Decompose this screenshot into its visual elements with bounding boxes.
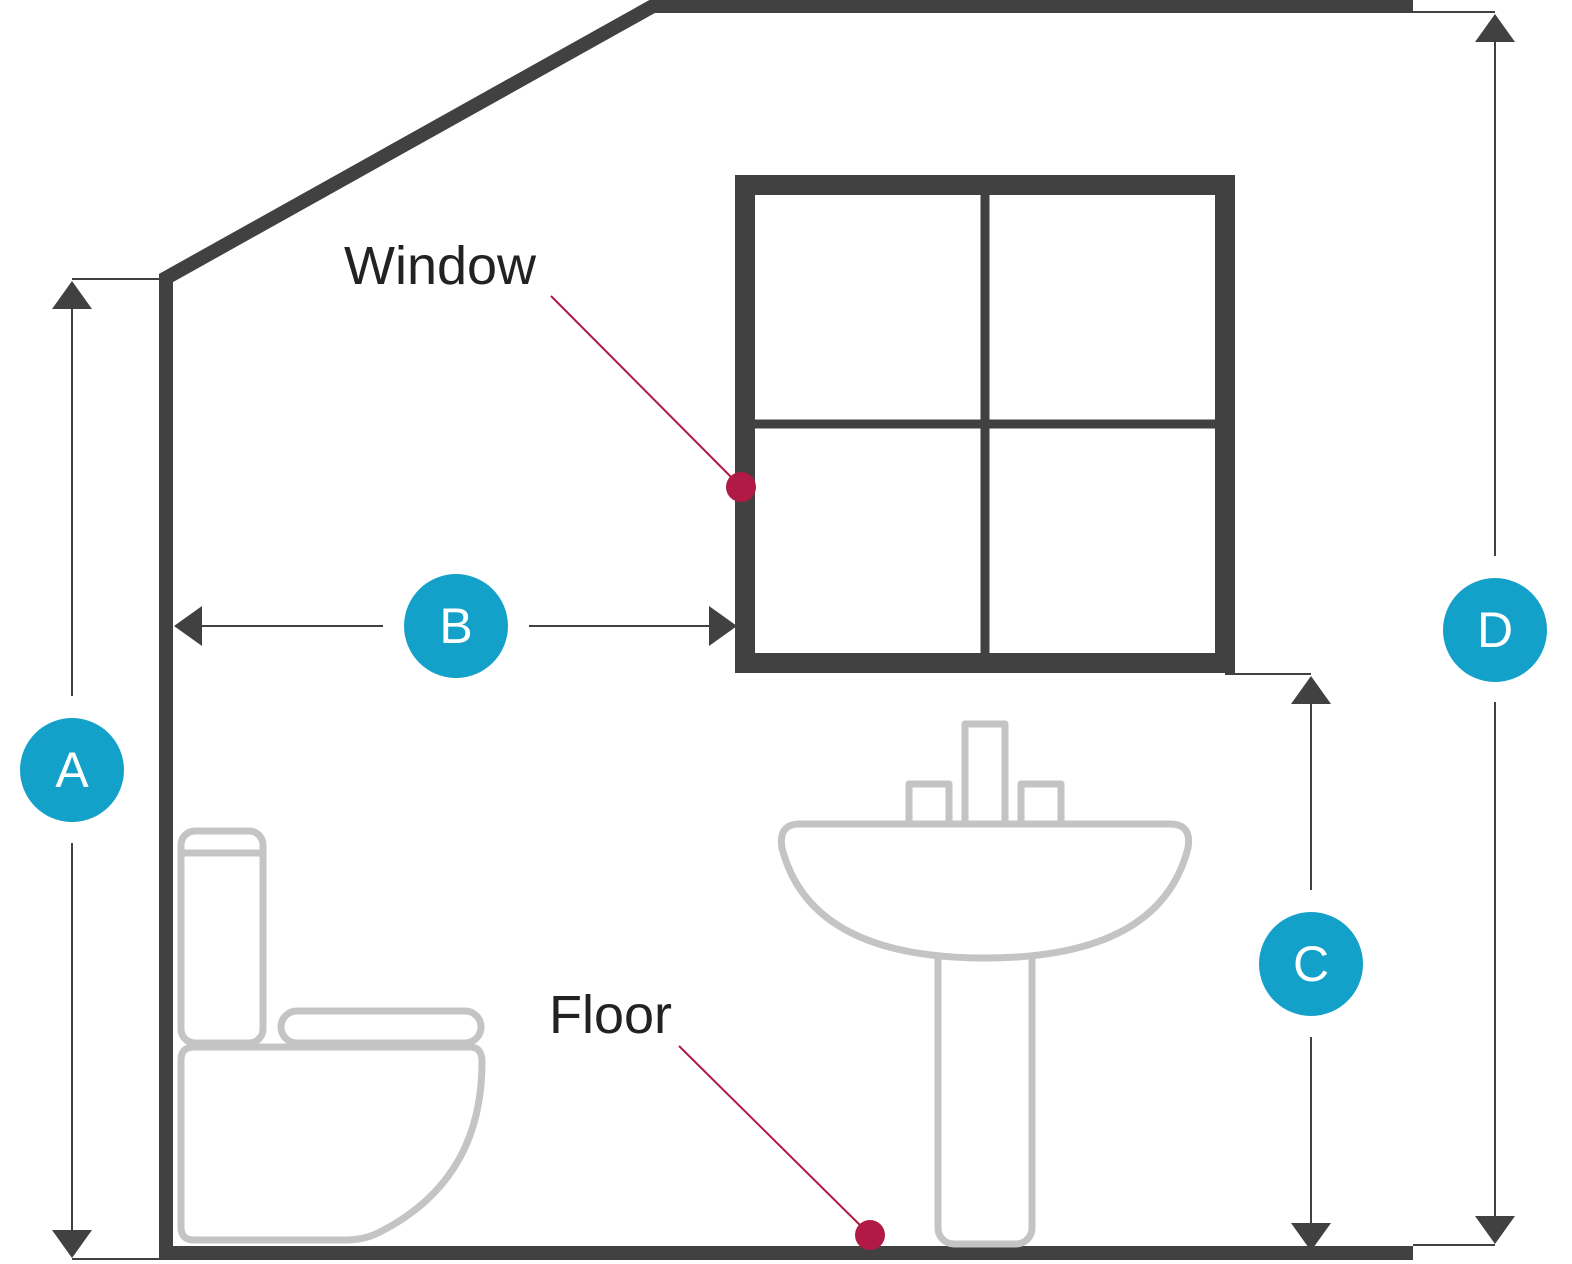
pedestal-sink-icon bbox=[777, 720, 1193, 1248]
dimension-c-badge bbox=[1259, 912, 1363, 1016]
dimension-c-arrow-up bbox=[1291, 676, 1331, 704]
faucet-handle-left bbox=[905, 780, 953, 830]
toilet-seat bbox=[277, 1007, 485, 1047]
window-label: Window bbox=[344, 236, 537, 296]
toilet-tank bbox=[177, 827, 267, 1047]
floor-callout: Floor bbox=[549, 985, 885, 1250]
dimension-c: C bbox=[1225, 673, 1363, 1251]
room-wall bbox=[159, 0, 1413, 1260]
faucet-spout bbox=[961, 720, 1009, 830]
dimension-c-label: C bbox=[1293, 936, 1329, 992]
dimension-b-label: B bbox=[439, 598, 472, 654]
sink-pedestal bbox=[934, 938, 1036, 1248]
dimension-c-arrow-down bbox=[1291, 1223, 1331, 1251]
sink-basin bbox=[777, 820, 1193, 962]
dimension-d-label: D bbox=[1477, 602, 1513, 658]
floor-callout-leader bbox=[678, 1045, 871, 1236]
window bbox=[735, 175, 1235, 673]
dimension-b-arrow-right bbox=[709, 606, 737, 646]
window-callout: Window bbox=[344, 236, 756, 502]
dimension-a: A bbox=[20, 278, 160, 1260]
faucet-handle-right bbox=[1017, 780, 1065, 830]
window-callout-dot bbox=[726, 472, 756, 502]
toilet-bowl bbox=[177, 1043, 486, 1244]
toilet-icon bbox=[177, 827, 486, 1244]
dimension-a-label: A bbox=[55, 742, 89, 798]
dimension-d-arrow-down bbox=[1475, 1216, 1515, 1244]
dimension-a-badge bbox=[20, 718, 124, 822]
room-outline bbox=[159, 0, 1413, 1260]
floor-label: Floor bbox=[549, 985, 672, 1045]
window-callout-leader bbox=[550, 295, 742, 488]
dimension-b-arrow-left bbox=[174, 606, 202, 646]
dimension-a-arrow-up bbox=[52, 281, 92, 309]
dimension-d: D bbox=[1413, 11, 1547, 1246]
dimension-b: B bbox=[174, 574, 737, 678]
window-frame bbox=[735, 175, 1235, 673]
dimension-a-arrow-down bbox=[52, 1230, 92, 1258]
dimension-d-arrow-up bbox=[1475, 14, 1515, 42]
dimension-b-badge bbox=[404, 574, 508, 678]
dimension-d-badge bbox=[1443, 578, 1547, 682]
floor-callout-dot bbox=[855, 1220, 885, 1250]
